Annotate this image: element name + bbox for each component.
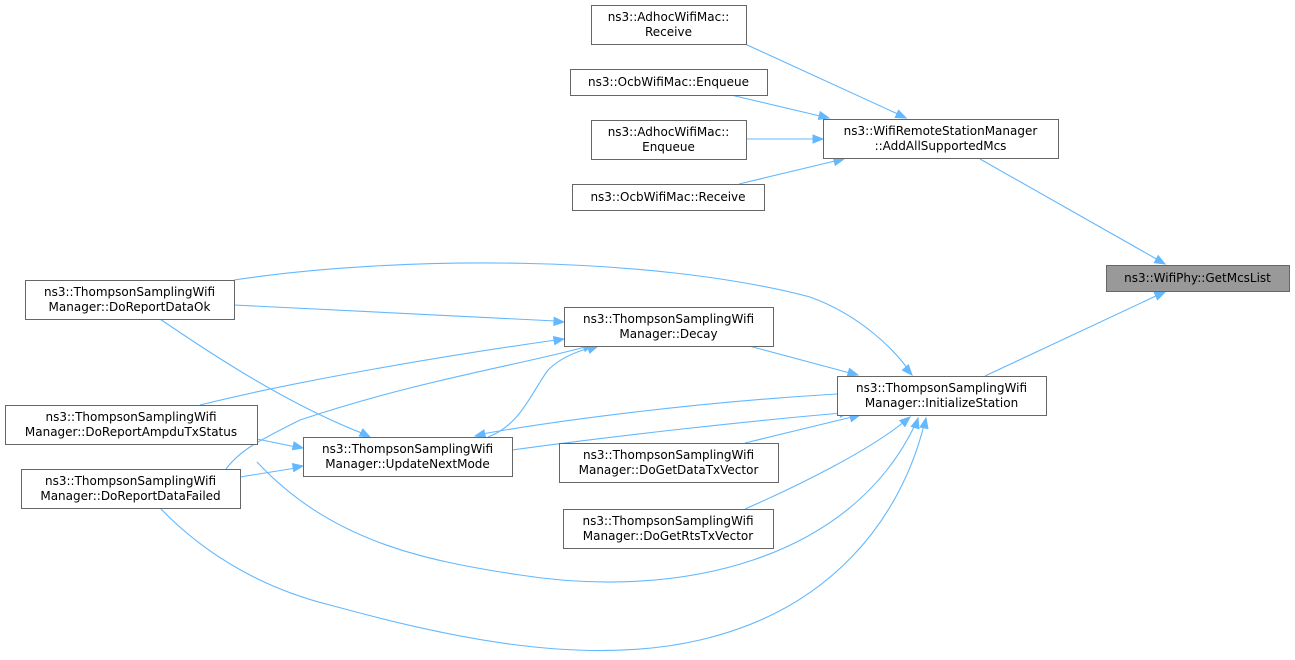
arrowhead-adhoc-enqueue-to-addallsupportedmcs — [812, 134, 825, 144]
arrowhead-doreportampdutxstatus-to-initializestation — [910, 416, 920, 430]
node-addallsupportedmcs[interactable]: ns3::WifiRemoteStationManager::AddAllSup… — [823, 119, 1059, 159]
arrowheads-layer — [291, 109, 1167, 473]
edge-adhoc-receive-to-addallsupportedmcs — [744, 43, 901, 116]
node-label-line: Manager::DoReportDataOk — [49, 300, 211, 314]
edge-dogetrtstxvector-to-initializestation — [744, 420, 906, 510]
node-box — [25, 280, 235, 320]
arrowhead-dogetrtstxvector-to-initializestation — [898, 416, 912, 428]
node-adhoc-receive[interactable]: ns3::AdhocWifiMac::Receive — [591, 5, 747, 45]
node-doreportdatafailed[interactable]: ns3::ThompsonSamplingWifiManager::DoRepo… — [21, 469, 241, 509]
edge-ocb-receive-to-addallsupportedmcs — [738, 160, 836, 185]
node-label-line: Manager::DoGetDataTxVector — [579, 463, 759, 477]
node-ocb-receive[interactable]: ns3::OcbWifiMac::Receive — [572, 184, 765, 211]
edges-layer — [159, 43, 1161, 652]
node-updatenextmode[interactable]: ns3::ThompsonSamplingWifiManager::Update… — [303, 437, 513, 477]
edge-updatenextmode-to-decay — [487, 347, 591, 438]
arrowhead-doreportdataok-to-decay — [553, 316, 566, 327]
node-dogetdatatxvector[interactable]: ns3::ThompsonSamplingWifiManager::DoGetD… — [559, 443, 779, 483]
node-label-line: Manager::UpdateNextMode — [325, 457, 490, 471]
node-label-line: ::AddAllSupportedMcs — [875, 139, 1007, 153]
arrowhead-doreportampdutxstatus-to-decay — [552, 336, 566, 346]
node-label-line: Receive — [645, 25, 692, 39]
arrowhead-initializestation-to-updatenextmode — [473, 429, 487, 439]
node-doreportdataok[interactable]: ns3::ThompsonSamplingWifiManager::DoRepo… — [25, 280, 235, 320]
node-label-line: Manager::Decay — [619, 327, 717, 341]
arrowhead-addallsupportedmcs-to-getmcslist — [1153, 254, 1167, 265]
arrowhead-doreportdatafailed-to-initializestation — [919, 416, 929, 430]
node-box — [5, 405, 258, 445]
node-label-line: ns3::WifiPhy::GetMcsList — [1124, 271, 1271, 285]
node-label-line: ns3::ThompsonSamplingWifi — [582, 514, 753, 528]
node-label-line: Manager::InitializeStation — [865, 396, 1018, 410]
edge-doreportdatafailed-to-decay — [225, 346, 586, 470]
edge-doreportdatafailed-to-initializestation — [159, 424, 925, 652]
node-label-line: ns3::ThompsonSamplingWifi — [583, 448, 754, 462]
node-box — [563, 509, 774, 549]
edge-doreportdatafailed-to-updatenextmode — [239, 467, 297, 478]
node-dogetrtstxvector[interactable]: ns3::ThompsonSamplingWifiManager::DoGetR… — [563, 509, 774, 549]
node-getmcslist[interactable]: ns3::WifiPhy::GetMcsList — [1106, 265, 1290, 292]
edge-addallsupportedmcs-to-getmcslist — [979, 158, 1161, 262]
edge-initializestation-to-updatenextmode — [481, 393, 838, 435]
node-label-line: ns3::ThompsonSamplingWifi — [44, 285, 215, 299]
node-label-line: Manager::DoReportDataFailed — [40, 489, 220, 503]
node-ocb-enqueue[interactable]: ns3::OcbWifiMac::Enqueue — [570, 69, 768, 96]
edge-decay-to-initializestation — [748, 345, 851, 374]
arrowhead-doreportdataok-to-initializestation — [901, 363, 913, 377]
edge-initializestation-to-getmcslist — [984, 294, 1159, 377]
arrowhead-doreportampdutxstatus-to-updatenextmode — [291, 441, 305, 451]
arrowhead-doreportdataok-to-updatenextmode — [358, 428, 372, 438]
arrowhead-doreportdatafailed-to-updatenextmode — [291, 463, 305, 473]
node-box — [591, 120, 747, 160]
node-label-line: ns3::WifiRemoteStationManager — [844, 124, 1038, 138]
node-box — [303, 437, 513, 477]
edge-doreportdataok-to-decay — [233, 304, 557, 322]
edge-doreportdataok-to-initializestation — [233, 262, 911, 373]
node-box — [837, 376, 1047, 416]
node-box — [823, 119, 1059, 159]
node-box — [570, 69, 768, 96]
node-doreportampdutxstatus[interactable]: ns3::ThompsonSamplingWifiManager::DoRepo… — [5, 405, 258, 445]
node-label-line: ns3::AdhocWifiMac:: — [608, 10, 730, 24]
node-label-line: ns3::ThompsonSamplingWifi — [856, 381, 1027, 395]
node-box — [564, 307, 774, 347]
node-box — [21, 469, 241, 509]
node-label-line: ns3::OcbWifiMac::Enqueue — [588, 75, 749, 89]
node-label-line: Manager::DoGetRtsTxVector — [583, 529, 753, 543]
edge-ocb-enqueue-to-addallsupportedmcs — [730, 94, 821, 117]
node-label-line: ns3::ThompsonSamplingWifi — [45, 410, 216, 424]
edge-doreportampdutxstatus-to-updatenextmode — [256, 438, 297, 448]
node-label-line: ns3::ThompsonSamplingWifi — [322, 442, 493, 456]
node-label-line: ns3::OcbWifiMac::Receive — [590, 190, 745, 204]
edge-updatenextmode-to-initializestation — [511, 412, 843, 451]
arrowhead-initializestation-to-getmcslist — [1153, 291, 1167, 301]
node-box — [572, 184, 765, 211]
node-label-line: ns3::ThompsonSamplingWifi — [583, 312, 754, 326]
node-box — [559, 443, 779, 483]
node-box — [1106, 265, 1290, 292]
node-label-line: ns3::ThompsonSamplingWifi — [45, 474, 216, 488]
edge-doreportampdutxstatus-to-initializestation — [256, 424, 916, 583]
edge-dogetdatatxvector-to-initializestation — [744, 416, 853, 444]
arrowhead-decay-to-initializestation — [846, 367, 860, 377]
node-box — [591, 5, 747, 45]
node-initializestation[interactable]: ns3::ThompsonSamplingWifiManager::Initia… — [837, 376, 1047, 416]
node-label-line: Manager::DoReportAmpduTxStatus — [25, 425, 237, 439]
nodes-layer: ns3::WifiPhy::GetMcsList ns3::WifiRemoteS… — [5, 5, 1290, 549]
edge-doreportdataok-to-updatenextmode — [159, 318, 365, 435]
node-label-line: Enqueue — [642, 140, 695, 154]
edge-doreportampdutxstatus-to-decay — [199, 339, 557, 406]
arrowhead-ocb-enqueue-to-addallsupportedmcs — [817, 110, 831, 121]
arrowhead-adhoc-receive-to-addallsupportedmcs — [894, 109, 908, 119]
node-label-line: ns3::AdhocWifiMac:: — [608, 125, 730, 139]
node-adhoc-enqueue[interactable]: ns3::AdhocWifiMac::Enqueue — [591, 120, 747, 160]
